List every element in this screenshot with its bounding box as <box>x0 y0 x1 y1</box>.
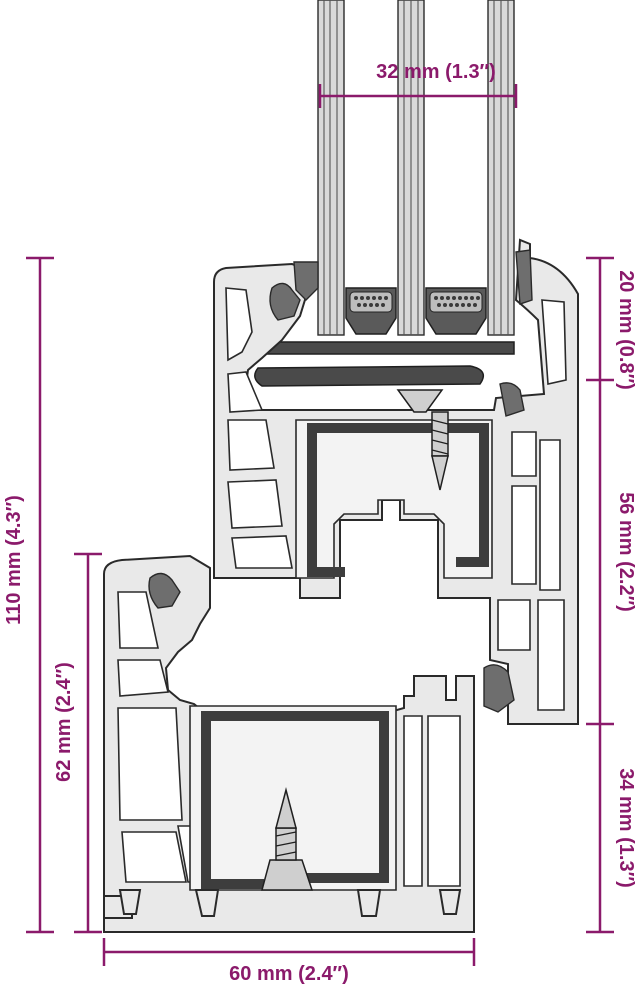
dimension-frame-height: 62 mm (2.4″) <box>53 552 102 934</box>
glazing-support-block <box>265 341 515 355</box>
frame-chamber-4 <box>121 831 187 883</box>
sash-chamber-5 <box>231 535 293 569</box>
dimension-label-frame-width: 60 mm (2.4″) <box>229 963 349 985</box>
dimension-label-sash-height: 56 mm (2.2″) <box>615 492 637 612</box>
sash-chamber-6 <box>511 431 537 477</box>
glazing-bridge <box>254 365 485 387</box>
sash-chamber-3 <box>227 419 275 471</box>
frame-fixing-screw <box>261 787 314 891</box>
sash-glazing-gasket-inner <box>515 249 533 305</box>
dimension-label-glass-width: 32 mm (1.3″) <box>376 61 496 83</box>
frame-chamber-1 <box>117 591 159 649</box>
sash-chamber-7 <box>539 439 561 591</box>
sash-chamber-2 <box>227 371 264 413</box>
frame-main-chamber <box>189 705 397 891</box>
frame-gasket-inner <box>483 664 515 713</box>
dimension-label-top-offset: 20 mm (0.8″) <box>615 270 637 390</box>
frame-chamber-2 <box>117 659 170 697</box>
sash-fixing-screw <box>396 389 449 491</box>
sash-gasket-outer <box>269 282 301 321</box>
sash-chamber-4 <box>227 479 283 529</box>
dimension-right-stack: 20 mm (0.8″) 56 mm (2.2″) 34 mm (1.3″) <box>586 256 637 934</box>
sash-gasket-inner <box>499 382 525 417</box>
sash-steel-reinforcement <box>307 423 489 577</box>
frame-chamber-7 <box>427 715 461 887</box>
frame-chamber-3 <box>117 707 183 821</box>
frame-profile <box>103 554 515 933</box>
dimension-glass-width: 32 mm (1.3″) <box>318 61 518 108</box>
frame-gasket-outer <box>148 572 181 609</box>
dimension-label-bottom-offset: 34 mm (1.3″) <box>615 768 637 888</box>
sash-main-chamber <box>295 419 493 579</box>
sash-glazing-gasket <box>293 261 319 301</box>
dimension-frame-width: 60 mm (2.4″) <box>102 938 476 985</box>
frame-steel-reinforcement <box>201 711 389 889</box>
sash-chamber-11 <box>541 299 567 385</box>
sash-chamber-10 <box>537 599 565 711</box>
dimension-label-total-height: 110 mm (4.3″) <box>3 495 25 625</box>
sash-chamber-8 <box>511 485 537 585</box>
glass-pane-outer <box>317 0 345 336</box>
sash-chamber-1 <box>225 287 253 362</box>
dimension-total-height: 110 mm (4.3″) <box>3 256 54 934</box>
sash-chamber-9 <box>497 599 531 651</box>
frame-chamber-6 <box>403 715 423 887</box>
glazing-unit <box>254 0 515 387</box>
dimension-label-frame-height: 62 mm (2.4″) <box>53 662 75 782</box>
